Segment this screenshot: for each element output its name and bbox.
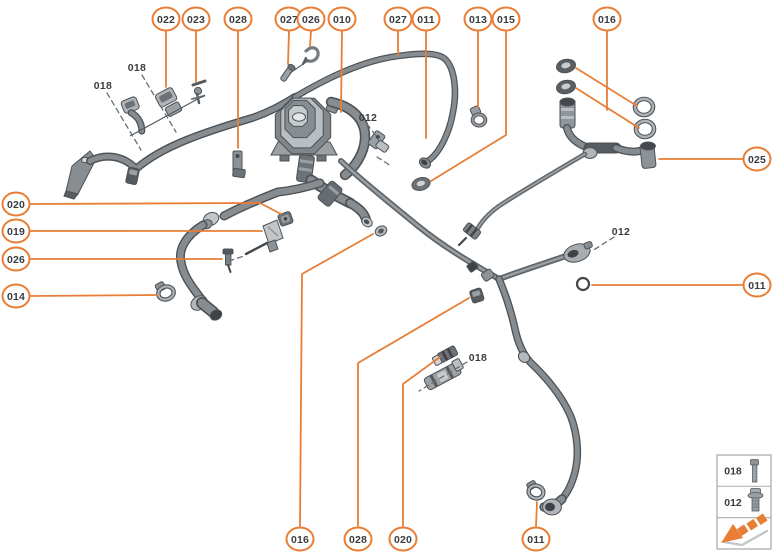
callout-020-bottom[interactable]: 020: [388, 526, 418, 552]
svg-text:028[interactable]: 028: [229, 14, 247, 26]
clip-part-028-bottom: [469, 287, 485, 304]
callout-026-left[interactable]: 026: [1, 246, 31, 272]
legend-row-012: 012: [724, 488, 764, 512]
grommet-part-015: [411, 177, 431, 191]
hose-clamp-011: [526, 480, 546, 501]
svg-text:015[interactable]: 015: [497, 14, 515, 26]
retaining-ring-part: [632, 96, 657, 140]
inline-ring: [517, 351, 531, 363]
svg-text:010[interactable]: 010: [333, 14, 351, 26]
part-label-012-a: 012: [359, 112, 377, 124]
bolt-flanged-icon: [747, 488, 764, 512]
callout-026-top[interactable]: 026: [296, 6, 326, 32]
direction-arrow-icon: [721, 513, 769, 547]
connector-part-018-bottom: [423, 345, 464, 391]
clamp-part-023: [191, 79, 207, 105]
grommet-part: [556, 58, 576, 74]
part-label-018-c: 018: [469, 352, 487, 364]
callout-011-right[interactable]: 011: [742, 272, 772, 298]
bolt-long-icon: [750, 459, 759, 483]
elbow-flange: [542, 498, 562, 516]
clip-part-020-left: [277, 211, 294, 227]
hose-open-end: [418, 157, 432, 169]
svg-text:027[interactable]: 027: [280, 14, 298, 26]
callout-019[interactable]: 019: [1, 218, 31, 244]
bolt-part-026-left: [222, 248, 234, 273]
svg-text:020[interactable]: 020: [394, 534, 412, 546]
callout-023[interactable]: 023: [181, 6, 211, 32]
callout-020-left[interactable]: 020: [1, 191, 31, 217]
callout-027-right[interactable]: 027: [383, 6, 413, 32]
svg-text:026[interactable]: 026: [7, 254, 25, 266]
legend-row-018: 018: [724, 459, 759, 483]
seal-ring-part: [374, 225, 388, 237]
grommet-part: [556, 79, 576, 95]
legend: 018 012: [716, 454, 772, 550]
callouts: 022 023 028 027 026 010 027 011 013 015 …: [1, 6, 772, 552]
callout-016-bottom[interactable]: 016: [285, 526, 315, 552]
bracket-part-019: [262, 219, 284, 253]
svg-text:023[interactable]: 023: [187, 14, 205, 26]
stub-opening: [361, 216, 373, 228]
svg-text:020[interactable]: 020: [7, 199, 25, 211]
hose-clamp-014: [154, 281, 176, 302]
callout-013[interactable]: 013: [463, 6, 493, 32]
flange-fitting-012: [563, 241, 593, 263]
svg-text:027[interactable]: 027: [389, 14, 407, 26]
callout-028-bottom[interactable]: 028: [343, 526, 373, 552]
svg-text:011[interactable]: 011: [527, 534, 545, 546]
callout-016-top[interactable]: 016: [592, 6, 622, 32]
svg-text:025[interactable]: 025: [748, 154, 766, 166]
svg-text:012: 012: [724, 497, 742, 509]
right-t-assembly: [559, 97, 657, 169]
lower-left-fitting: [190, 295, 223, 321]
svg-text:026[interactable]: 026: [302, 14, 320, 26]
callout-014[interactable]: 014: [1, 283, 31, 309]
bracket-part-028: [232, 150, 246, 179]
callout-015[interactable]: 015: [491, 6, 521, 32]
svg-text:011[interactable]: 011: [417, 14, 435, 26]
part-labels: 018 018 012 012 018: [94, 62, 630, 364]
svg-text:011[interactable]: 011: [748, 280, 766, 292]
o-ring-part: [575, 276, 591, 292]
hose-artwork: [63, 46, 657, 516]
callout-025[interactable]: 025: [742, 146, 772, 172]
svg-text:014[interactable]: 014: [7, 291, 25, 303]
svg-text:019[interactable]: 019: [7, 226, 25, 238]
callout-022[interactable]: 022: [151, 6, 181, 32]
leader-lines: [29, 30, 744, 527]
clamp-part-026-top: [301, 46, 320, 66]
svg-text:016[interactable]: 016: [291, 534, 309, 546]
callout-011-bottom[interactable]: 011: [521, 526, 551, 552]
svg-text:022[interactable]: 022: [157, 14, 175, 26]
clip-part-022: [154, 87, 183, 117]
callout-011-top[interactable]: 011: [411, 6, 441, 32]
hose-clip: [125, 166, 140, 185]
part-label-018-a: 018: [128, 62, 146, 74]
legend-row-direction: [721, 513, 769, 547]
callout-027-left[interactable]: 027: [274, 6, 304, 32]
svg-text:016[interactable]: 016: [598, 14, 616, 26]
bracket-part-012: [367, 130, 390, 153]
callout-028-top[interactable]: 028: [223, 6, 253, 32]
callout-010[interactable]: 010: [327, 6, 357, 32]
clamp-part-013: [469, 105, 488, 128]
part-label-012-b: 012: [612, 226, 630, 238]
vent-valve-part: [270, 97, 339, 162]
svg-text:028[interactable]: 028: [349, 534, 367, 546]
svg-text:018: 018: [724, 466, 742, 478]
svg-text:013[interactable]: 013: [469, 14, 487, 26]
dashed-leaders: [106, 74, 615, 392]
pin-part-027: [280, 63, 296, 82]
part-label-018-b: 018: [94, 80, 112, 92]
pipe-end-fitting: [462, 222, 482, 240]
